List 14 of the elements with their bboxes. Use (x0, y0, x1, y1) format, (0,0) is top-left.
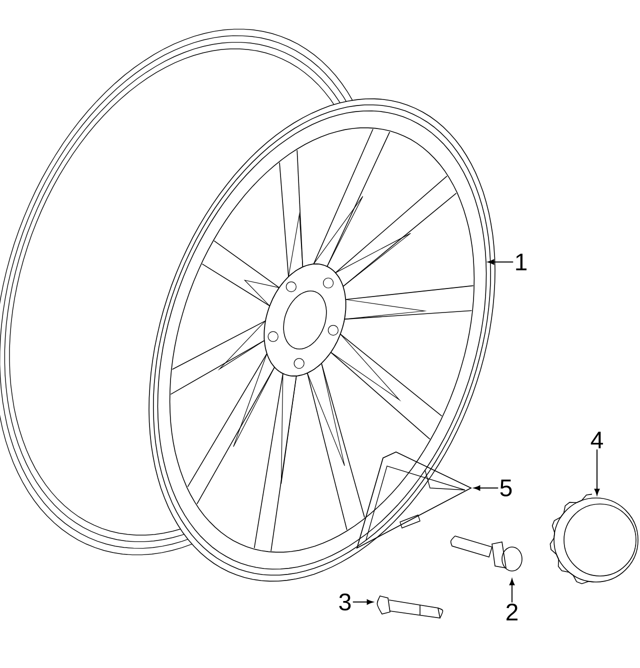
center-cap-drawing (550, 494, 638, 584)
callout-number: 1 (516, 254, 526, 270)
callout-number: 4 (590, 432, 603, 448)
callout-number: 2 (506, 604, 518, 620)
callout-number: 5 (500, 480, 512, 496)
wheel-drawing (0, 28, 496, 582)
leader-line (352, 599, 374, 605)
leader-line (509, 578, 515, 603)
callout-number: 3 (339, 594, 351, 610)
leader-line (594, 448, 600, 496)
valve-stem-drawing (376, 596, 444, 618)
leader-line (488, 259, 514, 265)
wheel-bolt-drawing (450, 536, 522, 572)
leader-line (474, 485, 499, 491)
